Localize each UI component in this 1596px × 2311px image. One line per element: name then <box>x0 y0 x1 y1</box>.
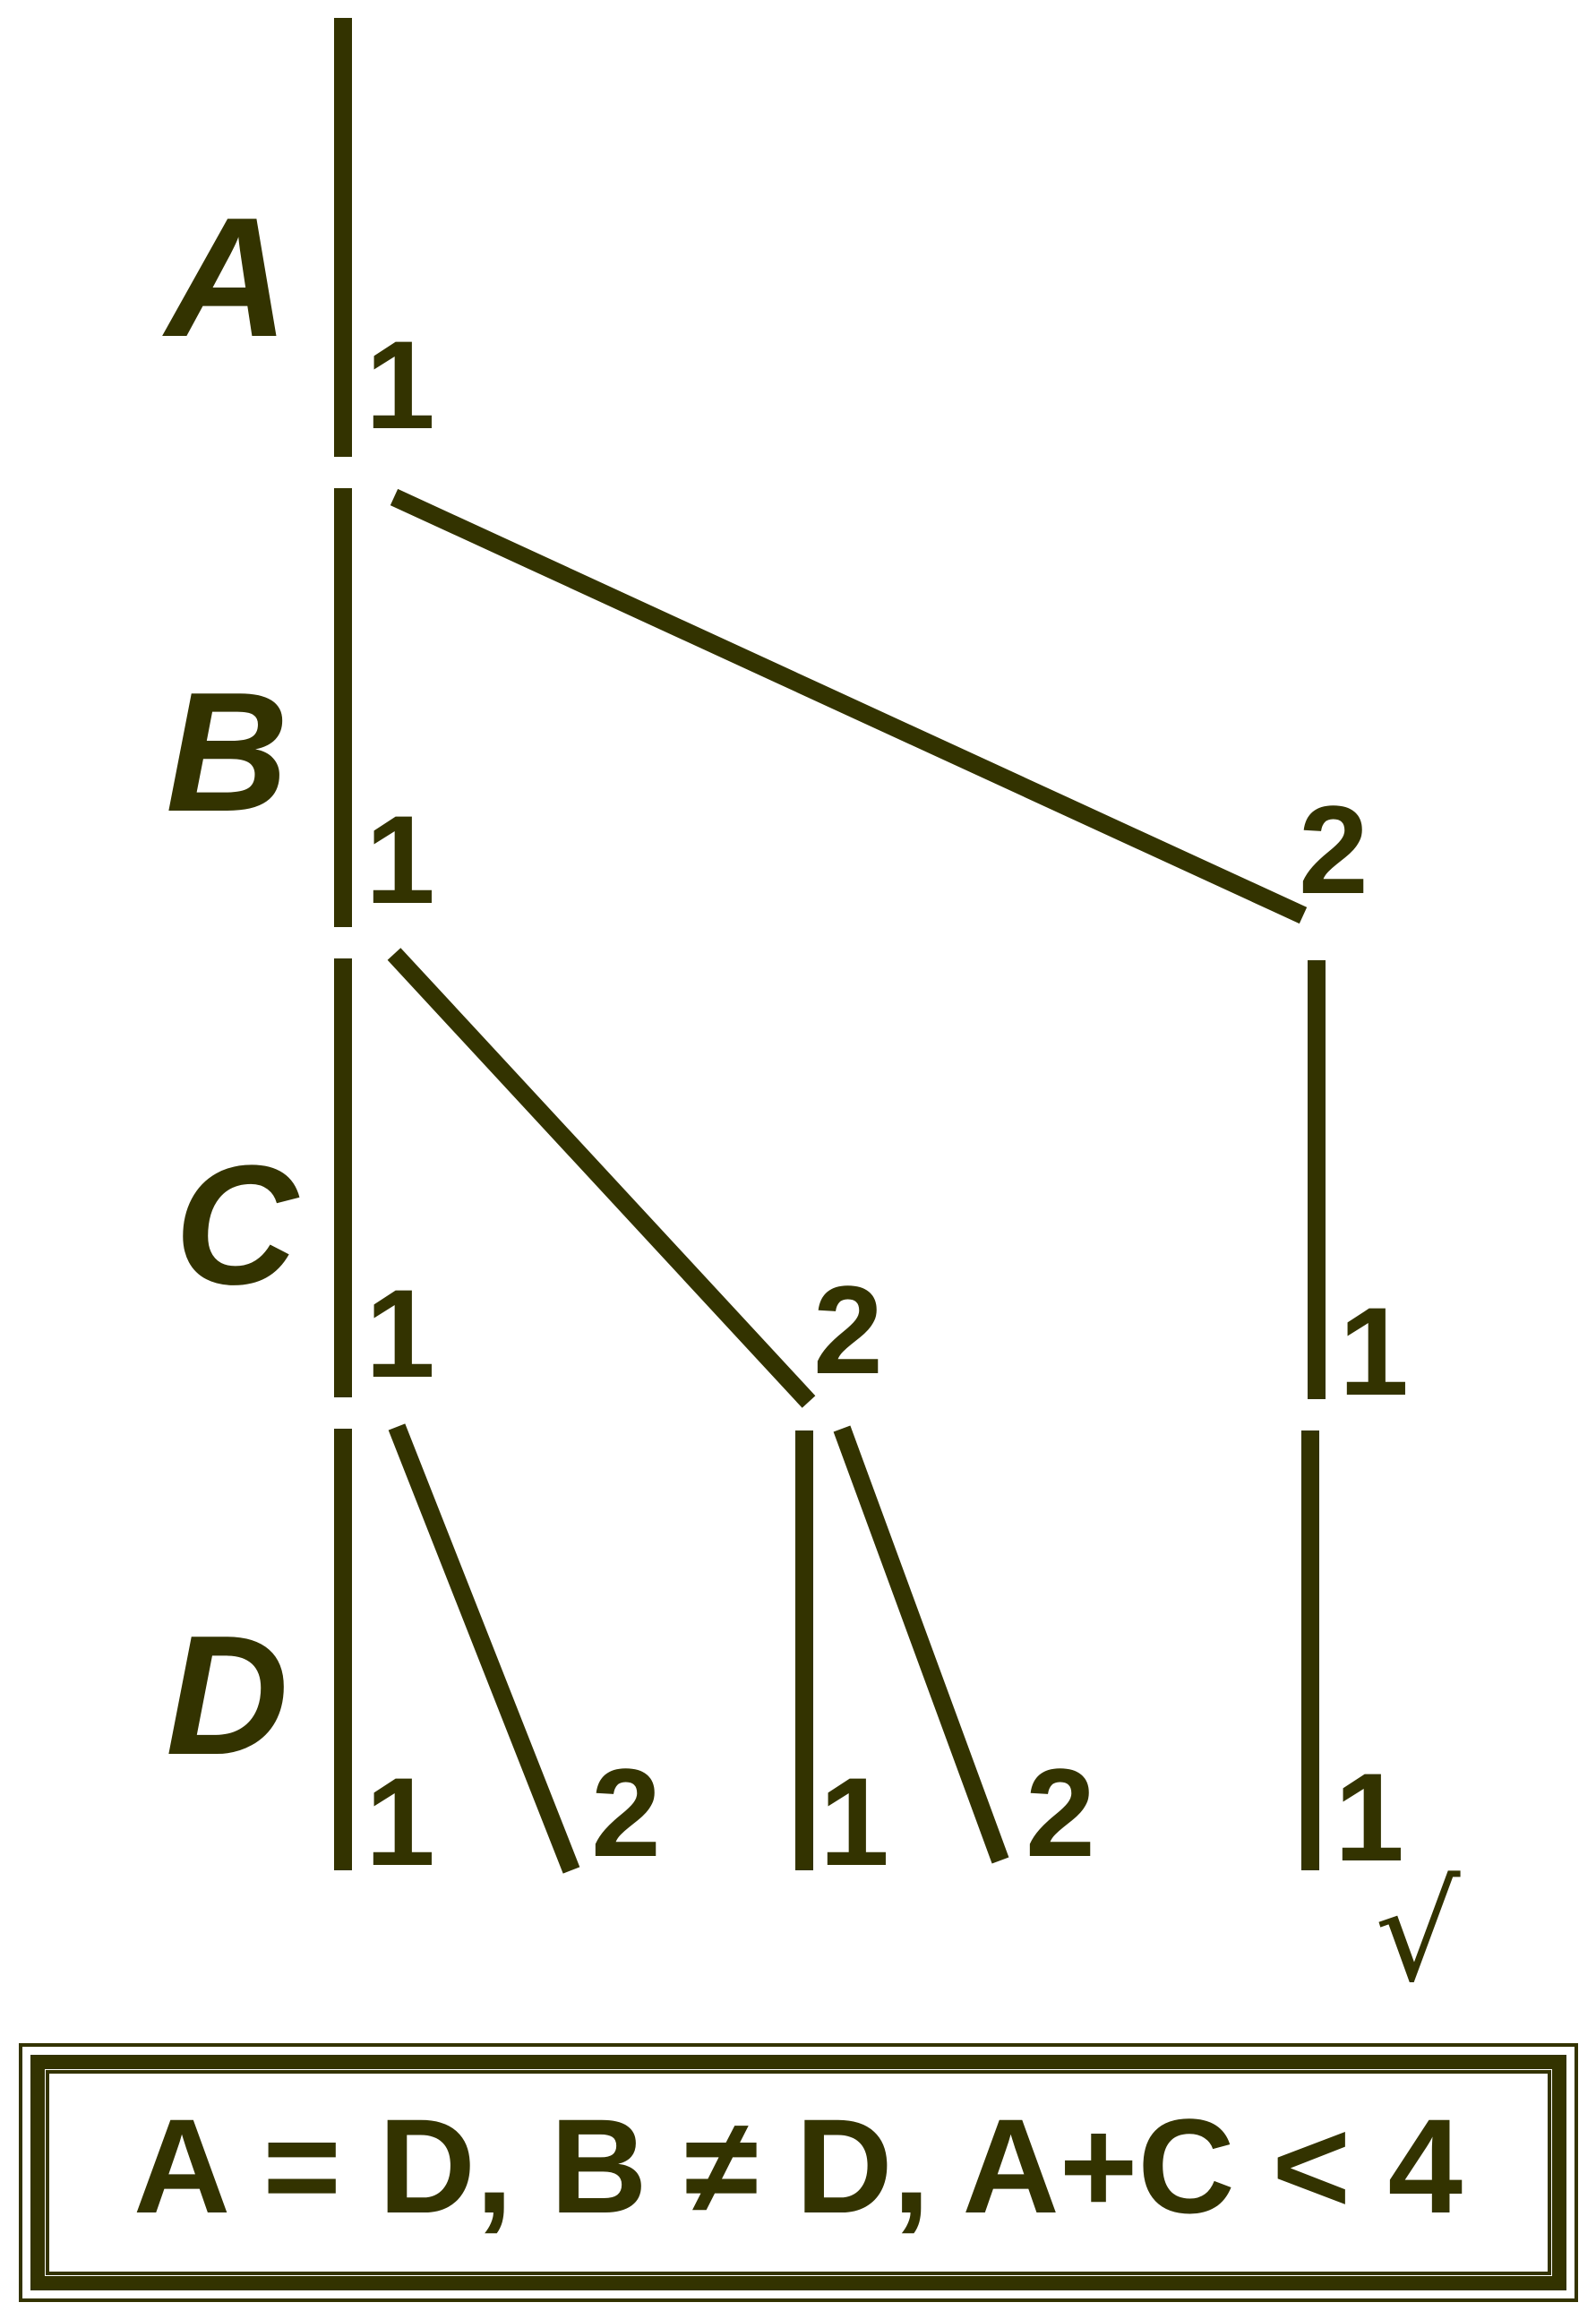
value-label-c-2-under-b1: 2 <box>813 1259 883 1400</box>
variable-label-d: D <box>166 1601 288 1791</box>
value-label-d-1-under-c2: 1 <box>819 1751 889 1892</box>
constraint-box: A = D, B ≠ D, A+C < 4 <box>19 2043 1578 2302</box>
constraint-text: A = D, B ≠ D, A+C < 4 <box>133 2091 1463 2241</box>
value-label-d-2-under-c1: 2 <box>591 1742 661 1883</box>
variable-label-b: B <box>166 657 288 847</box>
branch-c-2-under-b1 <box>387 948 816 1408</box>
value-label-d-1-under-c1: 1 <box>365 1751 435 1892</box>
branch-b-2 <box>390 488 1308 924</box>
variable-label-a: A <box>162 183 288 373</box>
branch-d-2-under-c1 <box>388 1423 580 1874</box>
value-label-c-1-under-b2: 1 <box>1339 1281 1409 1422</box>
value-label-b-1: 1 <box>365 789 435 930</box>
value-label-c-1-under-b1: 1 <box>365 1263 435 1404</box>
value-label-a-1: 1 <box>365 314 435 455</box>
value-label-d-1-under-b2c1: 1 <box>1334 1747 1404 1887</box>
branch-d-2-under-c2 <box>833 1425 1009 1864</box>
variable-label-c: C <box>175 1130 300 1320</box>
value-label-b-2: 2 <box>1299 779 1369 920</box>
solution-checkmark-icon: √ <box>1375 1856 1461 2012</box>
value-label-d-2-under-c2: 2 <box>1025 1742 1095 1883</box>
